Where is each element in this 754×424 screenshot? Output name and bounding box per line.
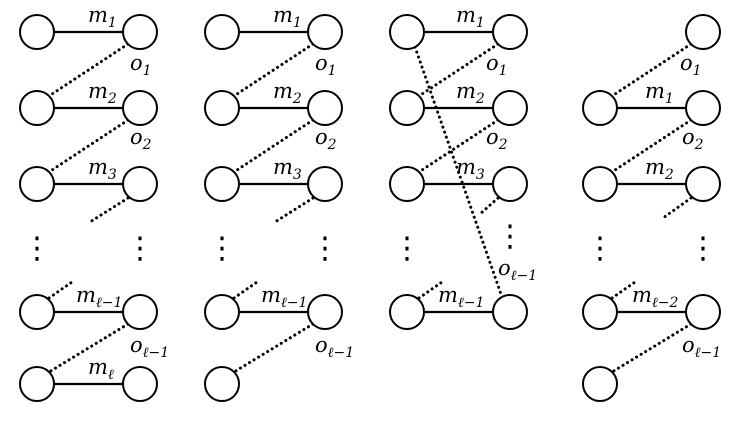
- other-edge: [610, 118, 693, 174]
- other-edge: [232, 322, 315, 374]
- other-label: oℓ−1: [315, 333, 354, 361]
- other-label: o1: [315, 51, 337, 79]
- left-node: [19, 90, 55, 126]
- right-node: [307, 166, 343, 202]
- other-label: o1: [130, 51, 152, 79]
- matching-label: m1: [456, 3, 485, 31]
- ellipsis: ⋮: [585, 231, 615, 266]
- right-node: [122, 294, 158, 330]
- left-node: [204, 366, 240, 402]
- other-label: o2: [315, 125, 337, 153]
- ellipsis: ⋮: [688, 231, 718, 266]
- ellipsis: ⋮: [125, 231, 155, 266]
- right-node: [307, 90, 343, 126]
- right-node: [307, 294, 343, 330]
- other-label: oℓ−1: [498, 256, 537, 284]
- ellipsis: ⋮: [310, 231, 340, 266]
- left-node: [204, 90, 240, 126]
- other-label: o1: [486, 51, 508, 79]
- matching-label: m2: [645, 155, 674, 183]
- other-edge: [610, 42, 693, 98]
- other-edge-stub: [478, 196, 500, 216]
- right-node: [492, 90, 528, 126]
- other-edge: [47, 42, 130, 98]
- matching-label: mℓ−1: [438, 283, 484, 311]
- other-edge: [417, 118, 500, 174]
- right-node: [492, 166, 528, 202]
- left-node: [19, 14, 55, 50]
- right-node: [685, 14, 721, 50]
- left-node: [19, 166, 55, 202]
- other-edge-stub: [273, 196, 315, 224]
- right-node: [122, 14, 158, 50]
- other-label: oℓ−1: [682, 333, 721, 361]
- right-node: [122, 366, 158, 402]
- other-edge: [610, 322, 693, 374]
- left-node: [582, 90, 618, 126]
- right-node: [685, 90, 721, 126]
- ellipsis: ⋮: [392, 231, 422, 266]
- left-node: [389, 294, 425, 330]
- left-node: [19, 366, 55, 402]
- other-edge-stub: [47, 278, 77, 300]
- other-edge-stub: [232, 278, 262, 300]
- other-edge: [232, 118, 315, 174]
- other-edge: [232, 42, 315, 98]
- other-label: o2: [682, 125, 704, 153]
- right-node: [492, 294, 528, 330]
- matching-label: m2: [88, 79, 117, 107]
- matching-label: mℓ−1: [261, 283, 307, 311]
- left-node: [389, 166, 425, 202]
- other-label: oℓ−1: [130, 333, 169, 361]
- matching-label: mℓ−2: [632, 283, 678, 311]
- matching-label: m2: [273, 79, 302, 107]
- ellipsis: ⋮: [207, 231, 237, 266]
- other-edge-stub: [661, 196, 693, 220]
- other-edge-stub: [610, 278, 640, 300]
- left-node: [582, 366, 618, 402]
- matching-label: m3: [456, 155, 485, 183]
- left-node: [204, 14, 240, 50]
- other-edge-stub: [88, 196, 130, 224]
- left-node: [582, 294, 618, 330]
- matching-label: m1: [273, 3, 302, 31]
- matching-label: mℓ: [88, 355, 114, 383]
- other-label: o1: [680, 51, 702, 79]
- right-node: [685, 166, 721, 202]
- matching-label: m3: [273, 155, 302, 183]
- other-edge-stub: [417, 278, 447, 300]
- left-node: [19, 294, 55, 330]
- left-node: [204, 294, 240, 330]
- other-edge-long: [413, 45, 504, 299]
- other-edge: [47, 118, 130, 174]
- matching-label: m2: [456, 79, 485, 107]
- other-label: o2: [486, 125, 508, 153]
- matching-label: m3: [88, 155, 117, 183]
- left-node: [389, 90, 425, 126]
- other-edge: [47, 322, 130, 374]
- ellipsis: ⋮: [22, 231, 52, 266]
- right-node: [307, 14, 343, 50]
- right-node: [492, 14, 528, 50]
- matching-label: m1: [88, 3, 117, 31]
- right-node: [685, 294, 721, 330]
- other-edge: [417, 42, 500, 98]
- matching-label: m1: [645, 79, 674, 107]
- ellipsis: ⋮: [495, 219, 525, 254]
- left-node: [389, 14, 425, 50]
- right-node: [122, 90, 158, 126]
- right-node: [122, 166, 158, 202]
- matching-label: mℓ−1: [76, 283, 122, 311]
- left-node: [204, 166, 240, 202]
- left-node: [582, 166, 618, 202]
- other-label: o2: [130, 125, 152, 153]
